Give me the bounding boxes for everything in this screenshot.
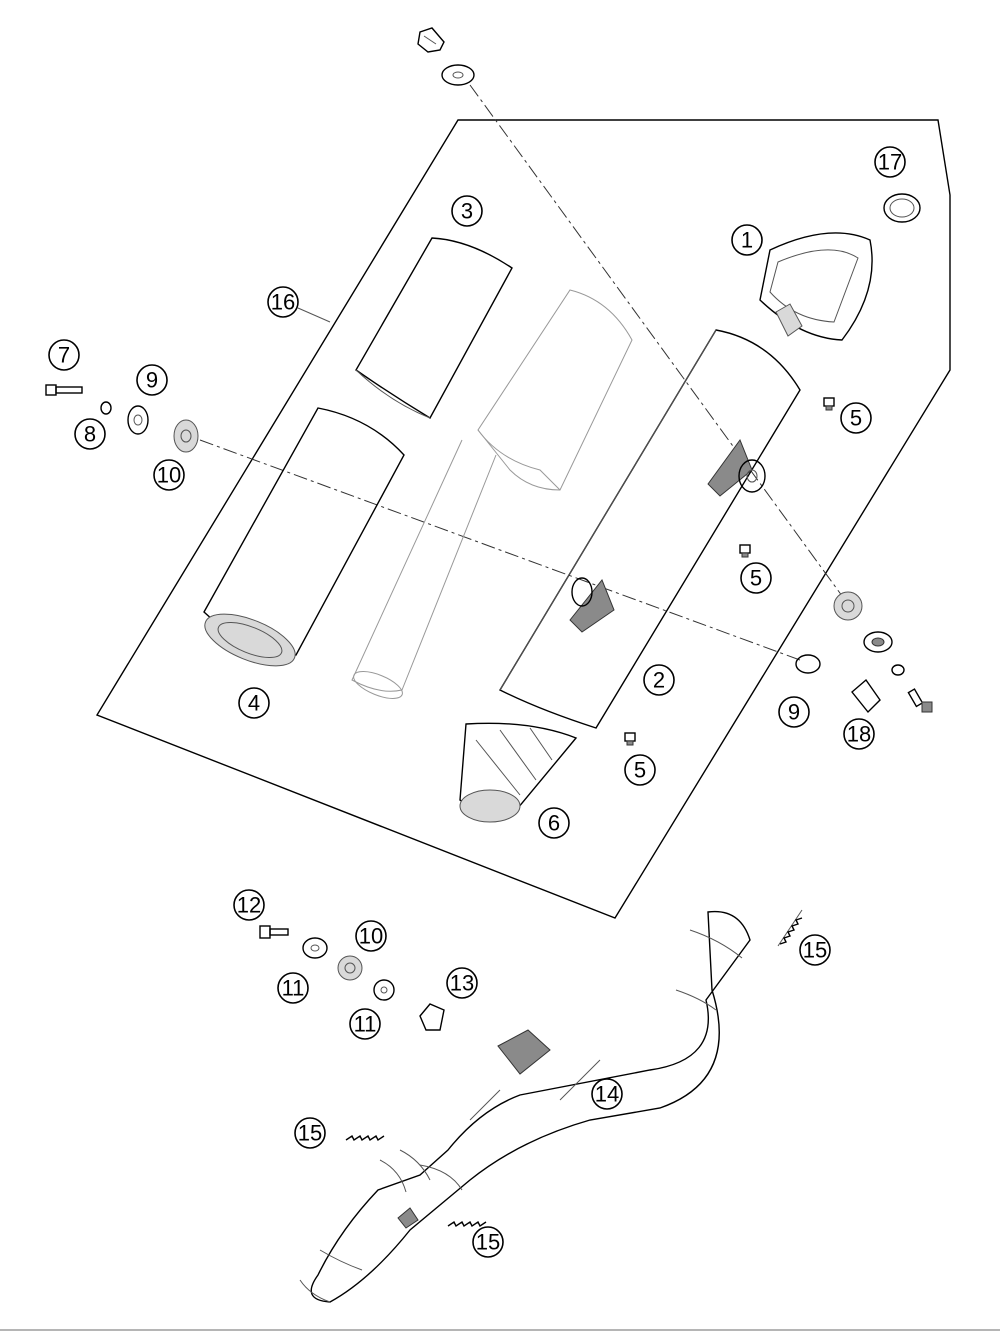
svg-text:10: 10 [157,463,181,488]
callout-4: 4 [238,687,270,719]
top-washer [441,64,475,86]
callout-11-a: 11 [277,972,309,1004]
svg-text:12: 12 [237,893,261,918]
callout-15-left: 15 [294,1117,326,1149]
svg-text:3: 3 [461,199,473,224]
svg-text:6: 6 [548,811,560,836]
svg-text:5: 5 [634,758,646,783]
bolt-7 [45,384,83,396]
packing-sleeve [355,237,513,419]
svg-text:7: 7 [58,343,70,368]
silencer-core-tube [351,289,633,699]
grommet-10-bottom [337,955,363,981]
spring-15-top [777,909,803,947]
svg-text:4: 4 [248,691,260,716]
svg-text:16: 16 [271,290,295,315]
callout-5-b: 5 [740,562,772,594]
svg-text:18: 18 [847,722,871,747]
callout-15-bottom: 15 [472,1226,504,1258]
assembly-axis-lines [199,84,846,661]
washer-right-small [891,664,905,676]
svg-text:15: 15 [298,1121,322,1146]
svg-text:9: 9 [788,700,800,725]
svg-text:14: 14 [595,1082,619,1107]
bottom-border [0,1329,1000,1331]
svg-text:15: 15 [476,1230,500,1255]
bolt-12 [259,925,289,939]
svg-text:11: 11 [354,1012,377,1037]
callout-16: 16 [267,286,299,318]
svg-text:5: 5 [750,566,762,591]
washer-9-right [795,654,821,674]
callout-5-c: 5 [624,754,656,786]
header-pipe [299,910,751,1303]
callout-8: 8 [74,418,106,450]
callout-5-a: 5 [840,402,872,434]
screw-5-b [739,544,751,558]
callout-3: 3 [451,195,483,227]
svg-text:17: 17 [878,150,902,175]
screw-5-a [823,397,835,411]
washer-right-a [863,631,893,653]
callout-14: 14 [591,1078,623,1110]
washer-11-a [302,937,328,959]
svg-text:13: 13 [450,971,474,996]
silencer-heat-shield [499,329,801,729]
grommet-right [833,591,863,621]
silencer-end-cap [759,232,873,341]
callout-1: 1 [731,224,763,256]
callout-6: 6 [538,807,570,839]
silencer-outer-tube [203,407,405,667]
callout-13: 13 [446,967,478,999]
washer-8 [100,401,112,415]
svg-text:9: 9 [146,368,158,393]
callout-15-top: 15 [799,934,831,966]
silencer-front-cone [459,722,578,823]
spring-15-bottom [447,1220,487,1228]
tail-ring [883,193,921,223]
svg-text:10: 10 [359,924,383,949]
callout-2: 2 [643,664,675,696]
callout-16-leader [297,307,331,323]
callout-10-left: 10 [153,459,185,491]
washer-11-b [373,979,395,1001]
callout-12: 12 [233,889,265,921]
callout-11-b: 11 [349,1008,381,1040]
callout-9-left: 9 [136,364,168,396]
grommet-10-left [173,419,199,453]
callout-9-right: 9 [778,696,810,728]
svg-text:15: 15 [803,938,827,963]
svg-text:5: 5 [850,406,862,431]
callout-17: 17 [874,146,906,178]
screw-5-c [624,732,636,746]
svg-text:8: 8 [84,422,96,447]
bolt-right [907,688,933,713]
clip-13 [419,1003,445,1031]
callout-18: 18 [843,718,875,750]
svg-text:11: 11 [282,976,305,1001]
top-clip-nut [417,27,445,53]
washer-9-left [127,405,149,435]
spring-15-left [345,1134,385,1142]
callout-10-bottom: 10 [355,920,387,952]
clip-18 [851,678,881,714]
svg-text:1: 1 [741,228,753,253]
svg-text:2: 2 [653,668,665,693]
silencer-assembly-boundary [95,119,951,919]
callout-7: 7 [48,339,80,371]
